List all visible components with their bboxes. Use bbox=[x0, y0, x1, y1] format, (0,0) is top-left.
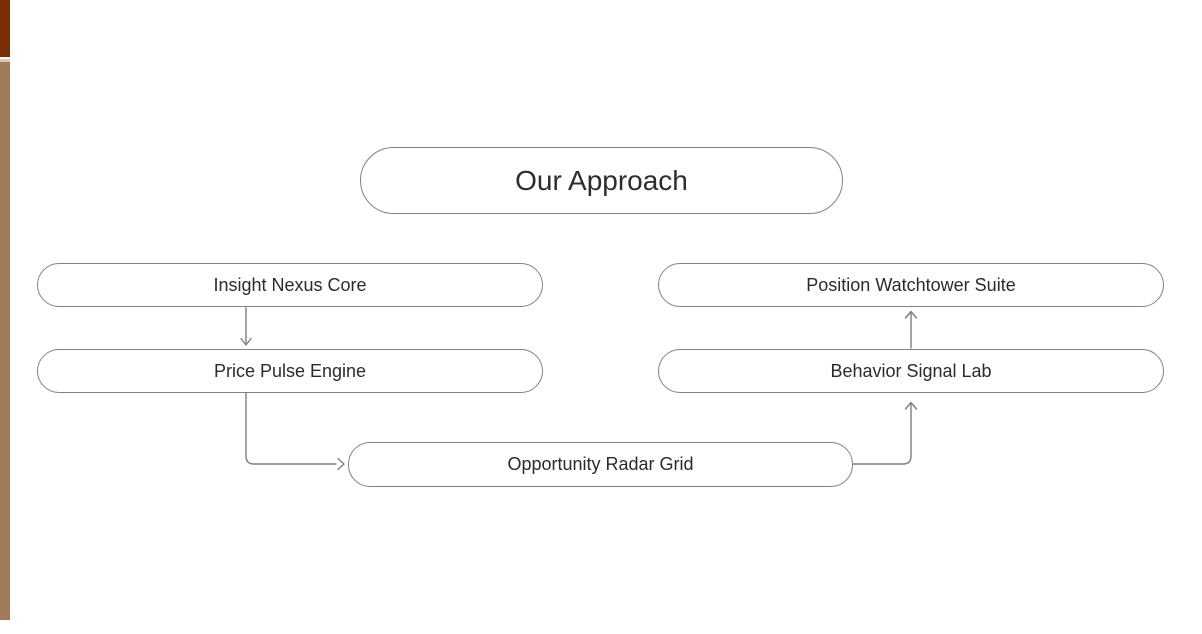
connector-price-to-radar bbox=[245, 392, 345, 471]
node-position-watchtower-suite-label: Position Watchtower Suite bbox=[806, 274, 1016, 295]
accent-bar-left bbox=[0, 62, 10, 620]
node-opportunity-radar-grid[interactable]: Opportunity Radar Grid bbox=[348, 442, 853, 487]
node-our-approach-label: Our Approach bbox=[515, 164, 688, 196]
node-position-watchtower-suite[interactable]: Position Watchtower Suite bbox=[658, 263, 1164, 307]
node-opportunity-radar-grid-label: Opportunity Radar Grid bbox=[507, 454, 694, 474]
node-behavior-signal-lab-label: Behavior Signal Lab bbox=[830, 360, 992, 381]
node-insight-nexus-core-label: Insight Nexus Core bbox=[213, 274, 367, 295]
accent-bar-divider bbox=[0, 59, 10, 62]
connector-insight-to-price bbox=[240, 307, 252, 346]
node-insight-nexus-core[interactable]: Insight Nexus Core bbox=[37, 263, 543, 307]
node-price-pulse-engine-label: Price Pulse Engine bbox=[213, 360, 367, 381]
connector-behavior-to-position bbox=[904, 310, 918, 349]
node-behavior-signal-lab[interactable]: Behavior Signal Lab bbox=[658, 349, 1164, 393]
accent-bar-top-left bbox=[0, 0, 10, 57]
node-our-approach[interactable]: Our Approach bbox=[360, 147, 843, 214]
connector-radar-to-behavior bbox=[852, 401, 918, 465]
node-price-pulse-engine[interactable]: Price Pulse Engine bbox=[37, 349, 543, 393]
